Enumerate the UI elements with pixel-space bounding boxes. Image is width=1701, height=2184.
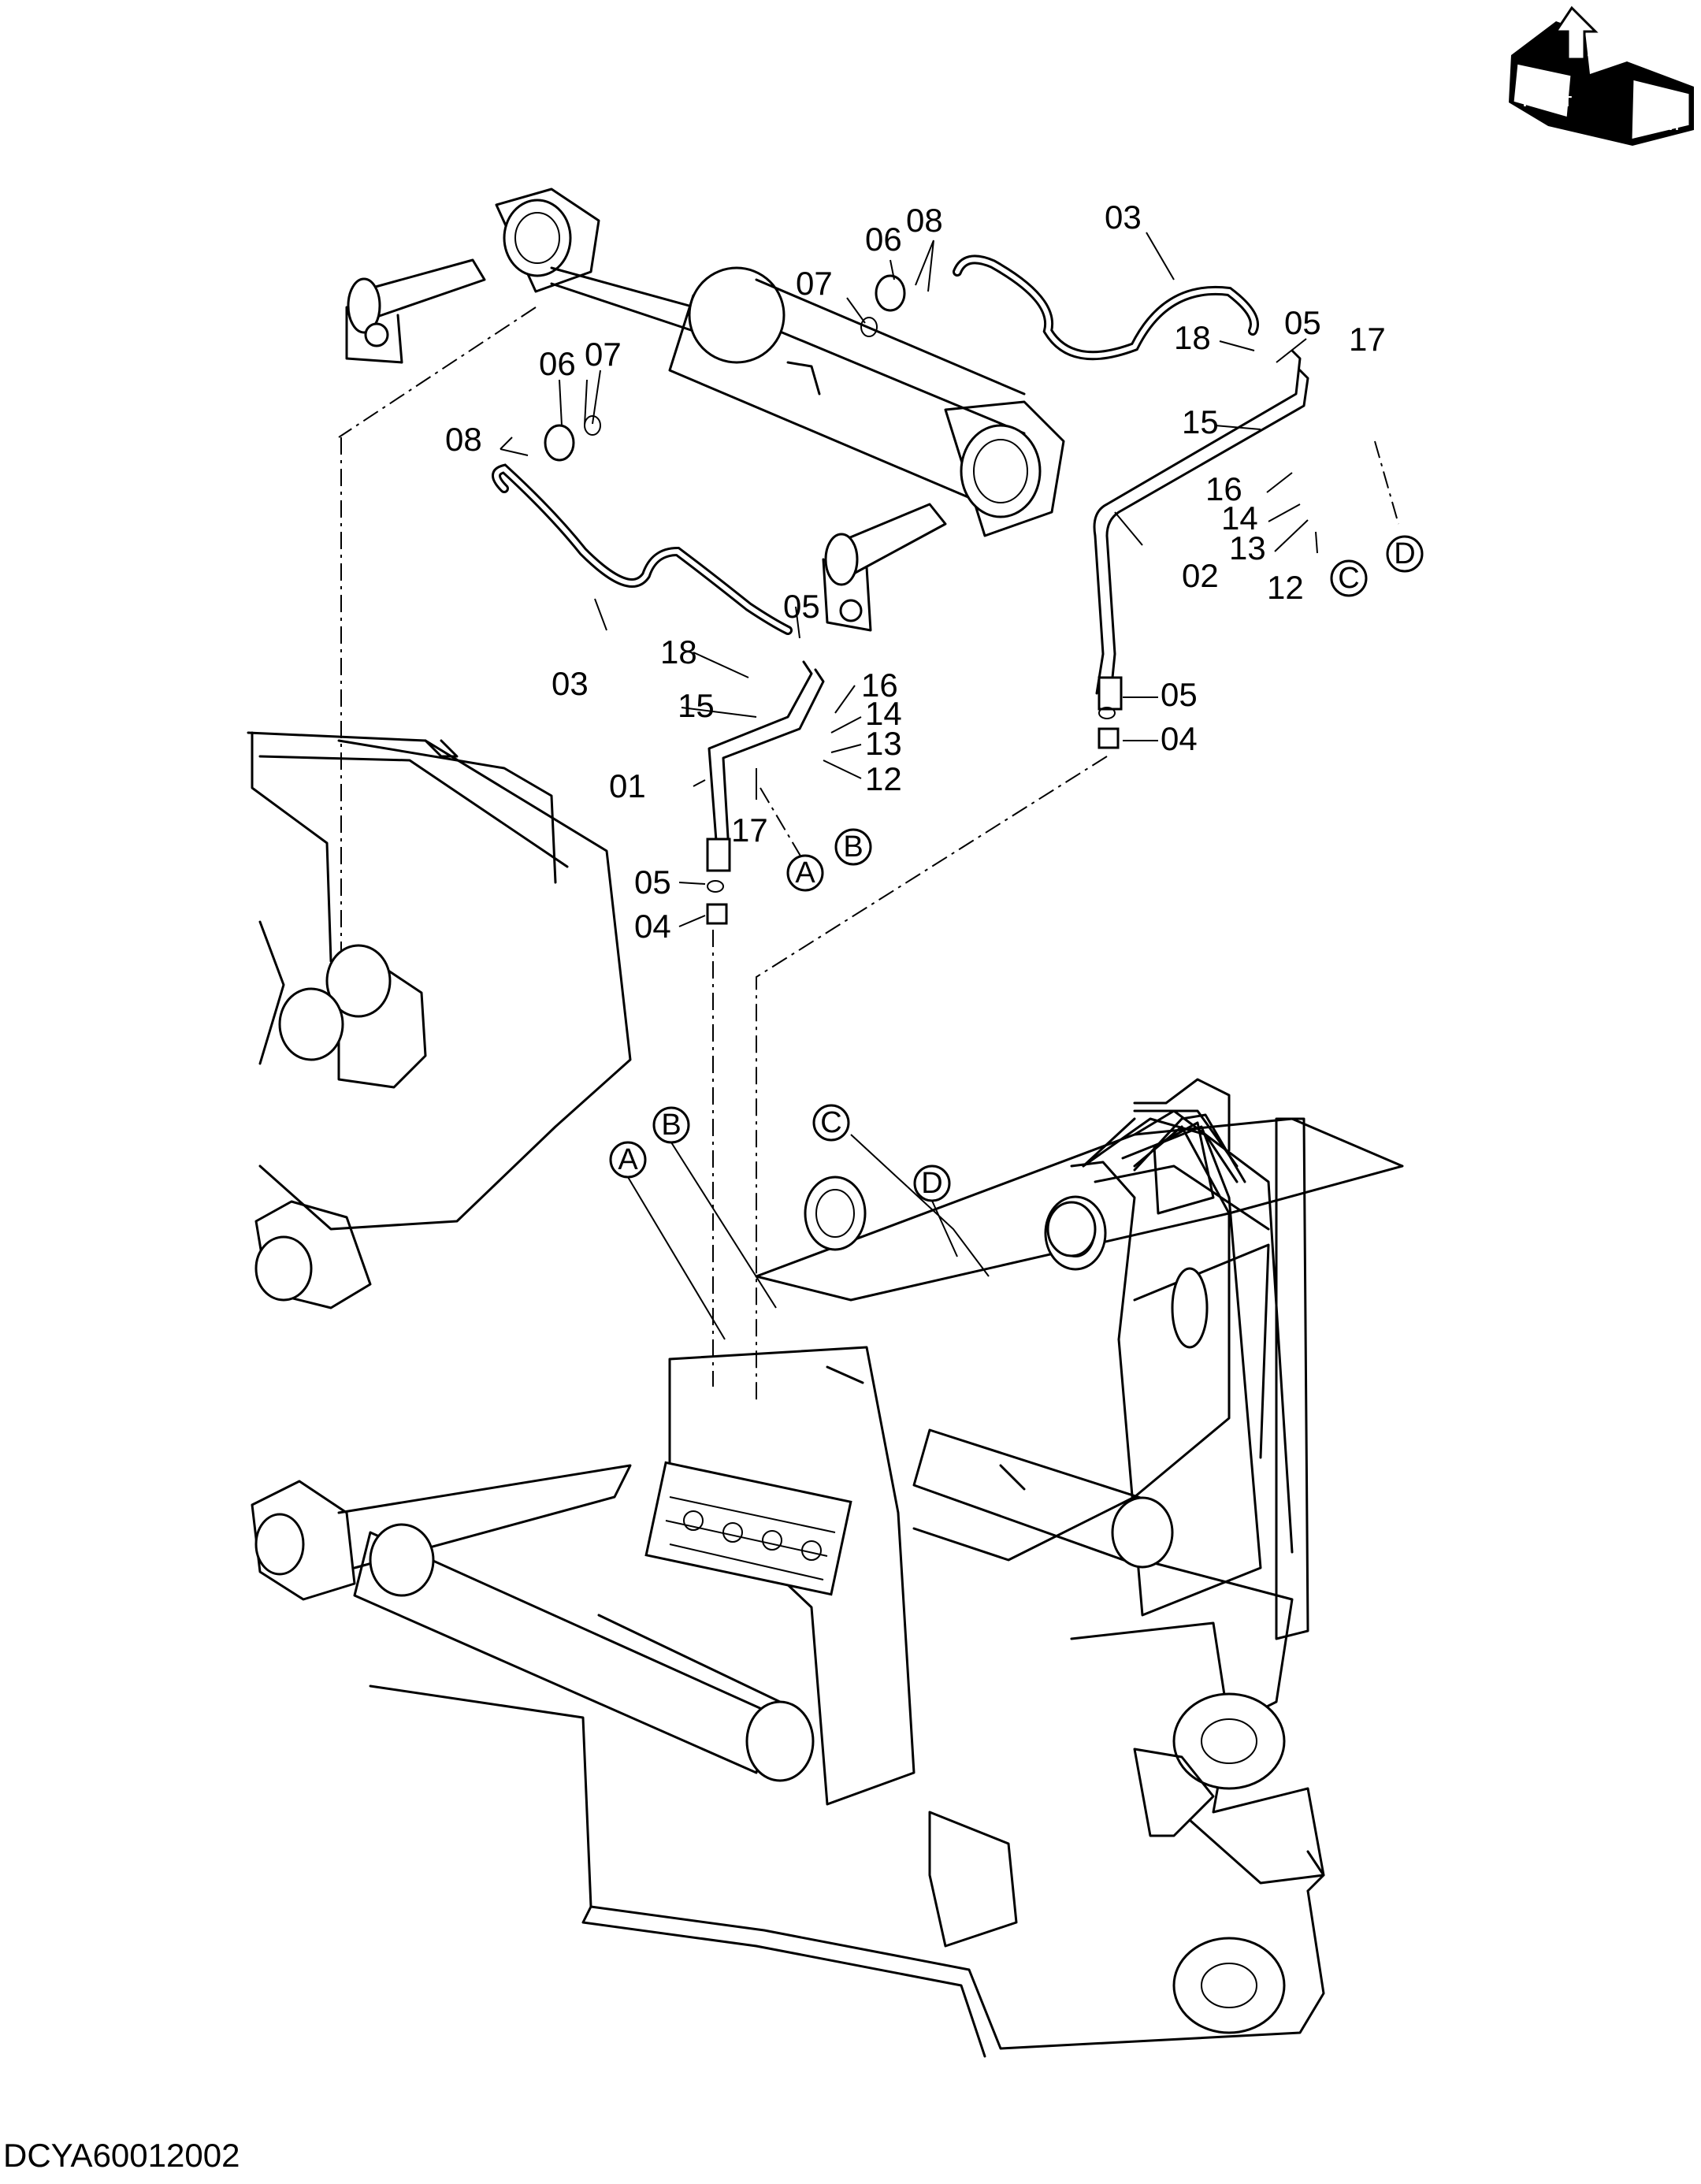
- callout-03: 03: [1105, 199, 1142, 236]
- orientation-top-label: TOP: [1588, 52, 1617, 68]
- callout-04: 04: [1161, 720, 1198, 757]
- callout-08: 08: [445, 421, 482, 458]
- svg-text:B: B: [661, 1109, 681, 1142]
- drawing-id: DCYA60012002: [3, 2137, 240, 2174]
- callout-05: 05: [1284, 304, 1321, 341]
- callout-07: 07: [585, 336, 622, 373]
- svg-text:C: C: [820, 1106, 841, 1139]
- callout-04: 04: [634, 908, 671, 945]
- reference-marker-B-lower: B: [652, 1106, 690, 1144]
- loader-frame: [247, 731, 1404, 2058]
- reference-marker-D-upper: D: [1386, 535, 1424, 573]
- reference-marker-C-upper: C: [1330, 559, 1368, 597]
- svg-text:D: D: [921, 1167, 942, 1200]
- callout-18: 18: [1174, 319, 1211, 356]
- callout-15: 15: [678, 687, 715, 724]
- callout-14: 14: [1221, 500, 1258, 537]
- reference-marker-D-lower: D: [913, 1164, 951, 1202]
- callout-01: 01: [609, 767, 646, 804]
- reference-marker-A-upper: A: [786, 854, 824, 892]
- callout-13: 13: [865, 725, 902, 762]
- flange-fittings: [544, 274, 1123, 925]
- svg-text:A: A: [795, 856, 815, 890]
- callout-06: 06: [865, 221, 902, 258]
- callout-18: 18: [660, 633, 697, 670]
- reference-marker-A-lower: A: [609, 1141, 647, 1179]
- callout-17: 17: [1349, 321, 1386, 358]
- callout-14: 14: [865, 695, 902, 732]
- orientation-right-label: RIGHT: [1637, 117, 1681, 133]
- callout-16: 16: [861, 667, 898, 704]
- callout-17: 17: [731, 812, 768, 849]
- svg-text:B: B: [843, 830, 863, 864]
- svg-text:C: C: [1338, 562, 1359, 595]
- lift-cylinder: [345, 188, 1065, 632]
- callout-05: 05: [634, 864, 671, 901]
- orientation-icon: FRONT TOP RIGHT: [1509, 6, 1694, 146]
- callout-06: 06: [539, 345, 576, 382]
- reference-marker-B-upper: B: [834, 828, 872, 866]
- leader-lines: [500, 232, 1318, 927]
- callout-13: 13: [1229, 529, 1266, 566]
- callout-12: 12: [1267, 569, 1304, 606]
- callout-05: 05: [783, 588, 820, 625]
- svg-text:D: D: [1394, 537, 1415, 570]
- svg-text:A: A: [618, 1143, 638, 1176]
- callout-07: 07: [796, 265, 833, 302]
- callout-12: 12: [865, 760, 902, 797]
- orientation-front-label: FRONT: [1523, 94, 1572, 110]
- reference-marker-C-lower: C: [812, 1104, 850, 1142]
- callout-16: 16: [1205, 470, 1242, 507]
- callout-15: 15: [1182, 403, 1219, 440]
- callout-02: 02: [1182, 557, 1219, 594]
- callout-08: 08: [906, 202, 943, 239]
- callout-labels: 08 06 07 03 05 18 15 17 16 14 13 12 02 0…: [445, 199, 1386, 945]
- callout-05: 05: [1161, 676, 1198, 713]
- callout-03: 03: [552, 665, 589, 702]
